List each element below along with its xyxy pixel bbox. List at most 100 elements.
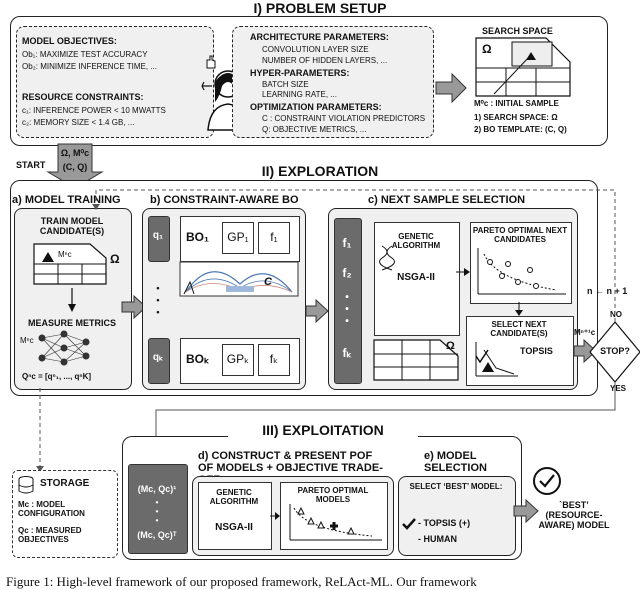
database-icon bbox=[18, 476, 34, 494]
search-space-omega: Ω bbox=[482, 42, 492, 56]
pairs-dots: ••• bbox=[155, 498, 159, 525]
constraint-c: C bbox=[264, 276, 272, 288]
f2-column-label: f₂ bbox=[342, 266, 352, 280]
construct-ga-arrow bbox=[270, 512, 280, 520]
next-omega: Ω bbox=[446, 340, 455, 352]
f-column-dots: ••• bbox=[345, 292, 349, 327]
bo-title: b) CONSTRAINT-AWARE BO bbox=[150, 194, 299, 206]
nsga-label: NSGA-II bbox=[397, 272, 435, 283]
topsis-label: TOPSIS bbox=[520, 346, 553, 356]
hyper-item-2: LEARNING RATE, ... bbox=[262, 90, 337, 99]
candidate-omega: Ω bbox=[110, 252, 120, 266]
hyper-heading: HYPER-PARAMETERS: bbox=[250, 68, 350, 78]
model-training-title: a) MODEL TRAINING bbox=[12, 194, 121, 206]
candidate-mc: Mⁿc bbox=[58, 250, 72, 259]
candidate-grid-icon bbox=[33, 243, 107, 285]
start-arrow-text-2: (C, Q) bbox=[62, 162, 88, 172]
figure-caption: Figure 1: High-level framework of our pr… bbox=[6, 574, 477, 589]
measure-mcn: Mⁿc bbox=[20, 336, 34, 345]
q1-block bbox=[148, 216, 170, 262]
gpk-cell: GPₖ bbox=[222, 344, 254, 376]
ga-box bbox=[374, 222, 460, 336]
stop-label: STOP? bbox=[600, 346, 630, 356]
no-label: NO bbox=[610, 310, 622, 319]
best-model-label: `BEST’ (RESOURCE-AWARE) MODEL bbox=[538, 500, 610, 530]
architecture-item-1: CONVOLUTION LAYER SIZE bbox=[262, 45, 369, 54]
gp1-cell: GP₁ bbox=[222, 222, 254, 254]
yes-label: YES bbox=[610, 384, 627, 393]
objective-1: Ob₁: MAXIMIZE TEST ACCURACY bbox=[22, 50, 148, 59]
start-label: START bbox=[16, 160, 46, 170]
constraint-2: c₂: MEMORY SIZE < 1.4 GB, ... bbox=[22, 118, 135, 127]
pareto-models-box bbox=[280, 482, 388, 550]
architecture-heading: ARCHITECTURE PARAMETERS: bbox=[250, 32, 389, 42]
qk-block bbox=[148, 338, 170, 384]
construct-nsga-label: NSGA-II bbox=[215, 522, 253, 533]
q1-label: q₁ bbox=[152, 230, 164, 241]
objective-2: Ob₂: MINIMIZE INFERENCE TIME, ... bbox=[22, 62, 157, 71]
optimization-heading: OPTIMIZATION PARAMETERS: bbox=[250, 102, 382, 112]
next-sample-mc: Mⁿ⁺¹c bbox=[574, 328, 596, 337]
optimization-item-1: C : CONSTRAINT VIOLATION PREDICTORS bbox=[262, 114, 426, 123]
exploration-title: II) EXPLORATION bbox=[230, 163, 410, 179]
ga-label: GENETIC ALGORITHM bbox=[391, 232, 441, 250]
selection-check-mark-icon bbox=[402, 518, 416, 530]
storage-qc: Qc : MEASURED OBJECTIVES bbox=[18, 526, 82, 544]
training-to-bo-arrow bbox=[121, 294, 147, 320]
initial-sample-label: M⁰c : INITIAL SAMPLE bbox=[474, 99, 559, 108]
parameters-box bbox=[232, 26, 434, 138]
pareto-to-select-arrow bbox=[515, 302, 523, 316]
train-model-label: TRAIN MODEL CANDIDATE(S) bbox=[39, 216, 105, 236]
pairs-first: (Mc, Qc)¹ bbox=[137, 484, 177, 494]
pairs-column bbox=[128, 464, 188, 554]
qk-label: qₖ bbox=[152, 352, 164, 363]
train-to-measure-arrow bbox=[68, 288, 76, 312]
f-column bbox=[334, 218, 362, 384]
neural-network-icon bbox=[38, 330, 90, 366]
search-space-heading: SEARCH SPACE bbox=[482, 26, 553, 36]
construct-ga-box bbox=[198, 482, 272, 550]
pareto-next-label: PARETO OPTIMAL NEXT CANDIDATES bbox=[472, 226, 568, 244]
problem-setup-title: I) PROBLEM SETUP bbox=[210, 0, 430, 16]
selection-title: e) MODEL SELECTION bbox=[424, 450, 487, 474]
dna-icon bbox=[379, 245, 395, 271]
selection-box bbox=[398, 476, 516, 556]
hand-pointer-icon bbox=[206, 55, 216, 69]
selection-check-icon bbox=[475, 342, 518, 377]
setup-arrow-icon bbox=[435, 72, 467, 104]
pairs-last: (Mc, Qc)ᵀ bbox=[137, 530, 177, 540]
fk-column-label: fₖ bbox=[342, 346, 352, 360]
storage-heading: STORAGE bbox=[40, 478, 90, 489]
measured-q-vector: Qⁿc = [qⁿ₁, ..., qⁿK] bbox=[22, 372, 92, 381]
architecture-item-2: NUMBER OF HIDDEN LAYERS, ... bbox=[262, 56, 388, 65]
increment-label: n ← n + 1 bbox=[587, 286, 628, 296]
select-next-label: SELECT NEXT CANDIDATE(S) bbox=[490, 320, 548, 338]
next-sample-title: c) NEXT SAMPLE SELECTION bbox=[368, 194, 526, 206]
bo-to-next-arrow bbox=[305, 298, 329, 324]
bo-dots: • • • bbox=[156, 283, 160, 317]
bo-template-item: 2) BO TEMPLATE: (C, Q) bbox=[474, 125, 567, 134]
pareto-models-plot bbox=[289, 504, 382, 541]
selection-human: - HUMAN bbox=[418, 534, 457, 544]
model-objectives-heading: MODEL OBJECTIVES: bbox=[22, 36, 117, 46]
construct-ga-label: GENETIC ALGORITHM bbox=[209, 488, 259, 506]
constraint-1: c₁: INFERENCE POWER < 10 MWATTS bbox=[22, 106, 166, 115]
storage-mc: Mc : MODEL CONFIGURATION bbox=[18, 500, 85, 518]
bok-label: BOₖ bbox=[186, 352, 210, 366]
best-check-circle-icon bbox=[533, 467, 561, 495]
bo1-label: BO₁ bbox=[186, 230, 209, 244]
selection-select-label: SELECT ‘BEST’ MODEL: bbox=[409, 482, 503, 491]
start-arrow-text-1: Ω, M⁰c bbox=[60, 148, 90, 158]
search-space-item-1: 1) SEARCH SPACE: Ω bbox=[474, 113, 558, 122]
resource-constraints-heading: RESOURCE CONSTRAINTS: bbox=[22, 92, 144, 102]
objectives-box bbox=[16, 26, 214, 138]
f1-cell: f₁ bbox=[258, 222, 290, 254]
exploit-to-best-arrow bbox=[513, 498, 539, 524]
pareto-next-box bbox=[470, 222, 572, 304]
gaussian-process-plot bbox=[179, 261, 299, 297]
optimization-item-2: Q: OBJECTIVE METRICS, ... bbox=[262, 125, 367, 134]
next-to-stop-arrow bbox=[573, 338, 597, 364]
fk-cell: fₖ bbox=[258, 344, 290, 376]
pareto-next-plot bbox=[477, 248, 566, 295]
f1-column-label: f₁ bbox=[342, 236, 352, 250]
